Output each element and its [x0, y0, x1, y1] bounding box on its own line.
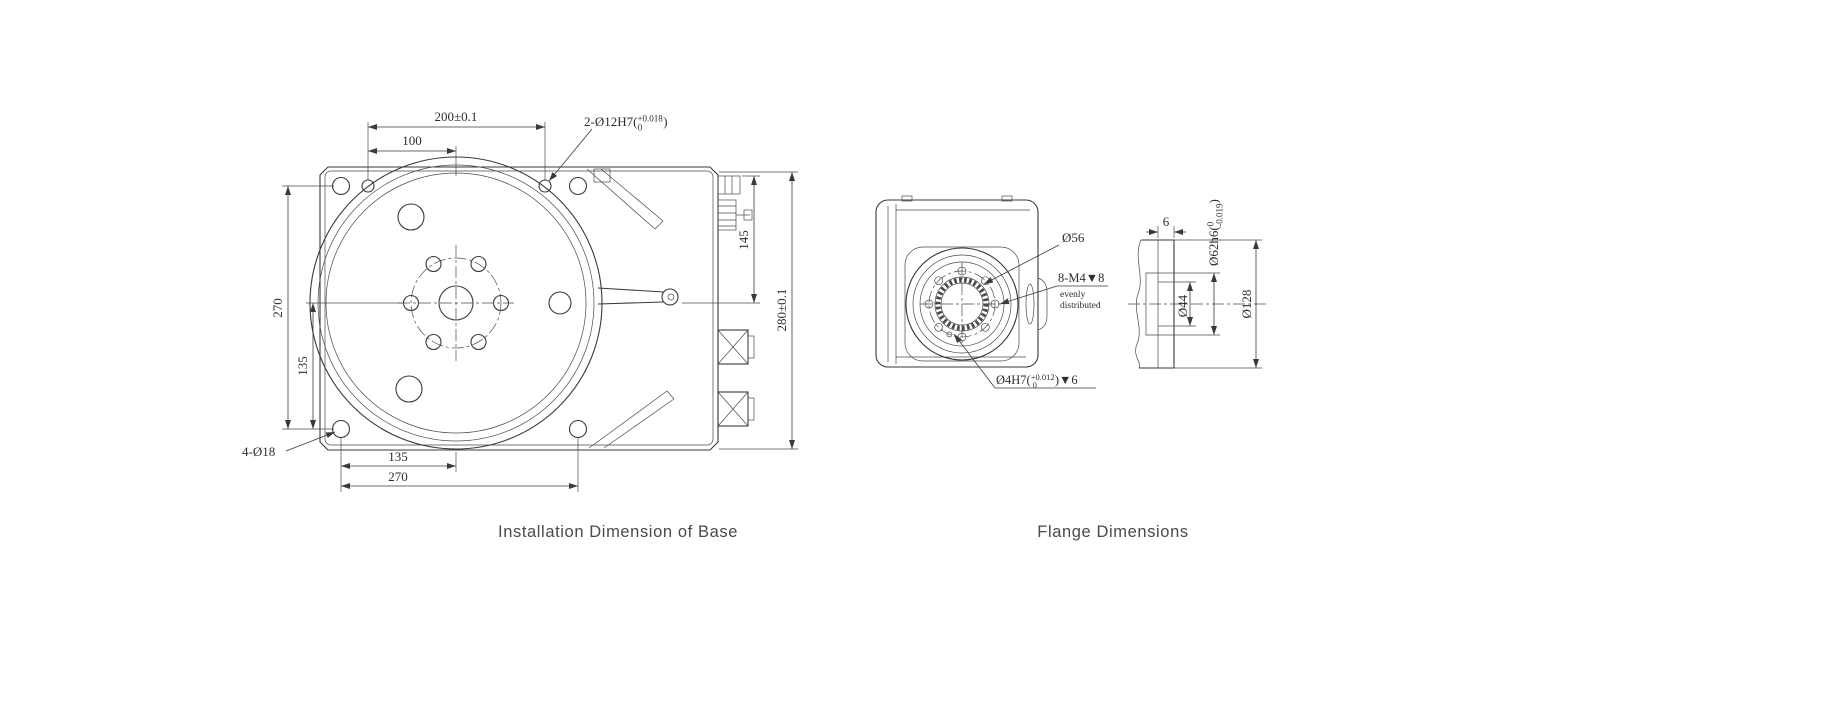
dowel-callout-lower: 0 [638, 123, 643, 133]
bottom-right-rib [588, 390, 675, 449]
flange-body-outline [875, 199, 1039, 368]
dimension-lines [953, 229, 1259, 389]
dim-dia-44: Ø44 [1175, 294, 1190, 317]
dim-tapped-callout: 8-M4▼8 [1058, 271, 1104, 285]
flange-center-cross [920, 262, 1004, 346]
dim-right-145: 145 [736, 230, 751, 250]
dim-left-135: 135 [295, 356, 310, 376]
spigot-upper: 0 [1206, 221, 1216, 226]
dowel-callout-upper: +0.018 [637, 114, 663, 124]
dim-dia-128: Ø128 [1239, 290, 1254, 319]
flange-dowel-lower: 0 [1033, 380, 1037, 390]
dim-right-280: 280±0.1 [774, 289, 789, 332]
dim-dia-56: Ø56 [1062, 230, 1085, 245]
dowel-callout-suffix: ) [663, 114, 667, 129]
side-bump [1037, 277, 1048, 331]
spigot-suffix: ) [1206, 199, 1221, 203]
side-slot [1025, 283, 1035, 325]
flange-dowel-upper: +0.012 [1031, 372, 1055, 382]
side-connectors [717, 175, 755, 427]
top-sensor-block [593, 168, 611, 183]
connector-block-2 [717, 391, 755, 427]
table-large-holes [395, 203, 572, 403]
extension-lines [282, 122, 798, 492]
dim-corner-callout: 4-Ø18 [242, 444, 275, 459]
flange-dowel-prefix: Ø4H7( [996, 373, 1031, 387]
dim-spigot-callout: Ø62h6(0-0.019) [1206, 199, 1225, 266]
tapped-note-line1: evenly [1060, 290, 1086, 300]
base-body-inner-outline [324, 170, 714, 446]
flange-body [875, 195, 1048, 368]
flange-section [1128, 239, 1268, 369]
flange-dimensions: Ø56 8-M4▼8 evenly distributed Ø4H7(+0.01… [953, 199, 1262, 390]
base-body [309, 156, 755, 451]
dim-bottom-135: 135 [388, 449, 408, 464]
flange-dowel-hole [946, 331, 953, 338]
dim-left-270: 270 [270, 298, 285, 318]
flange-dowel-suffix: )▼6 [1055, 373, 1078, 387]
dim-width-100: 100 [402, 133, 422, 148]
extension-lines [1157, 226, 1262, 369]
spigot-prefix: Ø62h6( [1206, 226, 1221, 266]
spigot-lower: -0.019 [1215, 203, 1225, 227]
base-body-outline [319, 166, 719, 451]
connector-block-1 [717, 329, 755, 365]
flange-caption: Flange Dimensions [1037, 523, 1189, 541]
dim-bottom-270: 270 [388, 469, 408, 484]
dimension-lines [285, 124, 795, 489]
section-spigot [1145, 272, 1158, 336]
corner-holes [331, 176, 588, 439]
center-cross [398, 245, 514, 361]
section-break-line [1135, 239, 1142, 369]
flange-boss [904, 246, 1020, 362]
dim-width-200: 200±0.1 [435, 109, 478, 124]
dim-thickness-6: 6 [1163, 214, 1170, 229]
base-caption: Installation Dimension of Base [498, 523, 738, 541]
top-right-rib [586, 168, 664, 230]
dowel-callout-prefix: 2-Ø12H7( [584, 114, 637, 129]
handle [597, 287, 679, 306]
tapped-note-line2: distributed [1060, 301, 1101, 311]
flange-drawing: Ø56 8-M4▼8 evenly distributed Ø4H7(+0.01… [875, 195, 1268, 390]
section-profile [1139, 239, 1175, 369]
